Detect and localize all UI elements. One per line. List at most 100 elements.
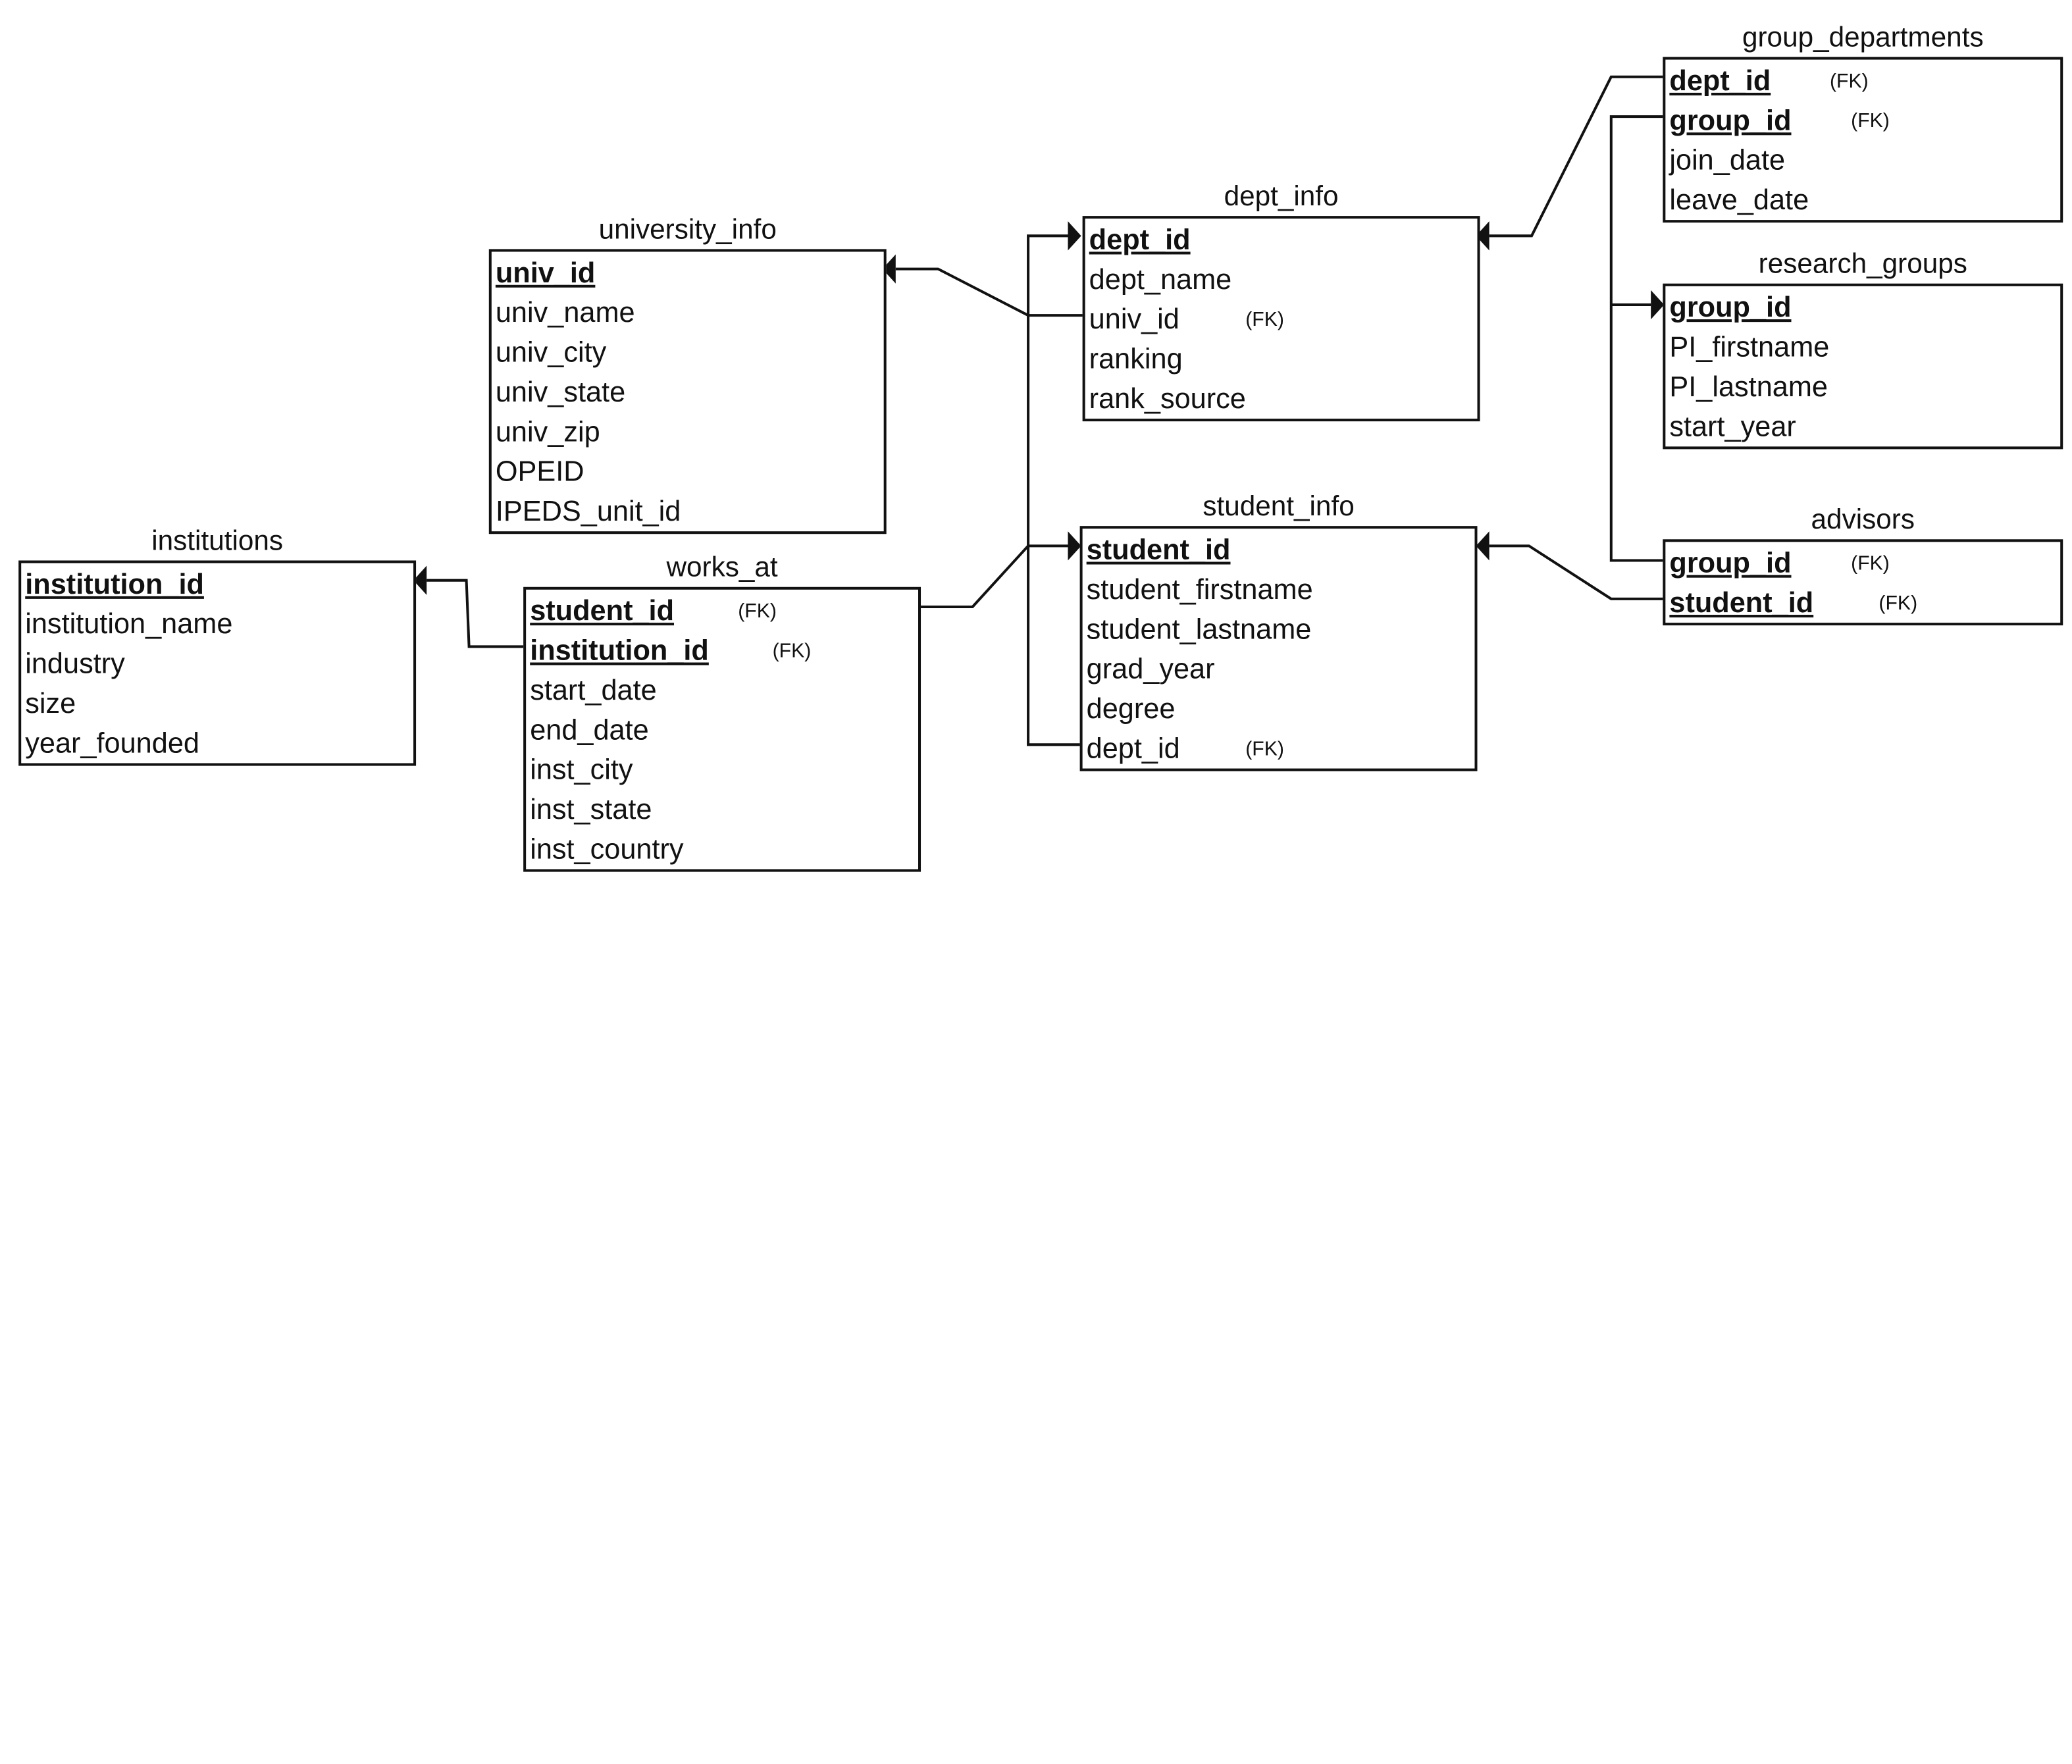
field-name: industry [25,648,125,680]
field-row: degree [1087,689,1475,729]
primary-key-field: dept_id [1669,65,1771,97]
entity-fields: student_id (FK) institution_id(FK) start_… [523,586,921,872]
entity-title: student_info [1203,491,1355,523]
primary-key-field: univ_id [495,257,596,289]
field-row: leave_date [1669,180,2060,220]
field-name: inst_state [530,793,652,826]
entity-title: university_info [598,215,777,246]
field-row: size [25,684,413,723]
field-row: institution_name [25,604,413,644]
relationship-lines [413,75,1665,746]
field-row: dept_id (FK) [1087,729,1475,768]
field-row: start_year [1669,407,2060,446]
field-name: univ_zip [495,416,600,448]
entity-fields: group_id PI_firstname PI_lastname start_… [1663,283,2063,450]
entity-fields: student_id student_firstname student_las… [1079,526,1478,771]
field-row: student_firstname [1087,570,1475,610]
entity-title: dept_info [1224,181,1339,213]
foreign-key-marker: (FK) [1851,110,1890,133]
field-row: rank_source [1089,379,1478,419]
entity-fields: dept_id dept_name univ_id (FK) ranking ra… [1082,216,1480,422]
entity-institutions: institutions institution_id institution_… [18,526,417,766]
relation-line [1609,115,1665,562]
foreign-key-marker: (FK) [1245,309,1284,332]
field-row: institution_id [25,565,413,604]
field-row: year_founded [25,723,413,763]
foreign-key-marker: (FK) [1851,552,1890,575]
field-row: univ_state [496,373,884,412]
field-name: dept_id [1086,733,1180,765]
field-name: student_firstname [1086,573,1313,606]
field-name: rank_source [1089,382,1246,415]
field-name: degree [1086,692,1176,725]
field-name: join_date [1669,144,1786,176]
field-name: univ_name [495,296,635,329]
field-name: inst_city [530,754,633,786]
primary-key-field: group_id [1669,547,1792,579]
field-row: dept_id [1089,220,1478,259]
relation-line [895,267,1084,317]
relation-line [427,579,524,648]
field-row: inst_city [530,750,918,789]
entity-fields: univ_id univ_name univ_city univ_state u… [488,249,887,534]
entity-student-info: student_info student_id student_firstnam… [1079,492,1478,771]
field-name: institution_name [25,608,233,640]
entity-title: advisors [1811,504,1915,536]
field-row: IPEDS_unit_id [496,492,884,531]
arrowhead [1476,221,1489,251]
primary-key-field: student_id [1669,586,1814,619]
relation-line [1489,75,1665,238]
field-name: OPEID [495,455,584,488]
field-row: dept_id (FK) [1669,61,2060,101]
entity-works-at: works_at student_id (FK) institution_id(F… [523,552,921,872]
field-row: univ_id [496,253,884,292]
field-name: grad_year [1086,653,1215,685]
foreign-key-marker: (FK) [738,600,777,623]
foreign-key-marker: (FK) [1245,738,1284,761]
primary-key-field: group_id [1669,105,1792,137]
field-row: industry [25,644,413,683]
entity-fields: dept_id (FK) group_id (FK) join_date leave… [1663,57,2063,223]
relation-line [919,544,1068,608]
field-row: group_id [1669,288,2060,327]
field-name: ranking [1089,343,1183,375]
field-name: univ_id [1089,303,1179,336]
field-row: end_date [530,710,918,750]
field-row: student_id (FK) [530,591,918,631]
field-name: univ_city [495,336,607,369]
field-name: dept_name [1089,263,1232,296]
field-name: leave_date [1669,184,1809,217]
primary-key-field: institution_id [25,568,204,600]
field-row: univ_name [496,293,884,332]
foreign-key-marker: (FK) [1878,592,1918,615]
field-row: inst_country [530,829,918,869]
entity-fields: group_id (FK) student_id (FK) [1663,539,2063,626]
foreign-key-marker: (FK) [1829,70,1869,93]
field-row: student_lastname [1087,610,1475,649]
entity-title: group_departments [1742,22,1984,53]
arrowhead [1476,531,1489,561]
field-row: start_date [530,671,918,710]
field-row: univ_city [496,332,884,372]
primary-key-field: student_id [530,594,675,627]
field-name: univ_state [495,376,626,409]
entity-fields: institution_id institution_name industry… [18,560,417,766]
entity-group-departments: group_departments dept_id (FK) group_id (F… [1663,22,2063,223]
field-row: PI_firstname [1669,327,2060,367]
field-row: institution_id(FK) [530,631,918,670]
field-row: univ_id (FK) [1089,299,1478,339]
relation-line [1489,544,1665,600]
entity-title: institutions [151,526,283,557]
field-name: PI_firstname [1669,331,1830,363]
field-row: dept_name [1089,260,1478,299]
entity-university-info: university_info univ_id univ_name univ_c… [488,215,887,534]
arrowhead [1068,531,1081,561]
primary-key-field: group_id [1669,291,1792,324]
primary-key-field: dept_id [1089,224,1191,256]
field-row: PI_lastname [1669,367,2060,407]
field-row: grad_year [1087,649,1475,688]
field-name: year_founded [25,727,199,760]
arrowhead [1068,221,1081,251]
entity-title: works_at [666,552,778,583]
